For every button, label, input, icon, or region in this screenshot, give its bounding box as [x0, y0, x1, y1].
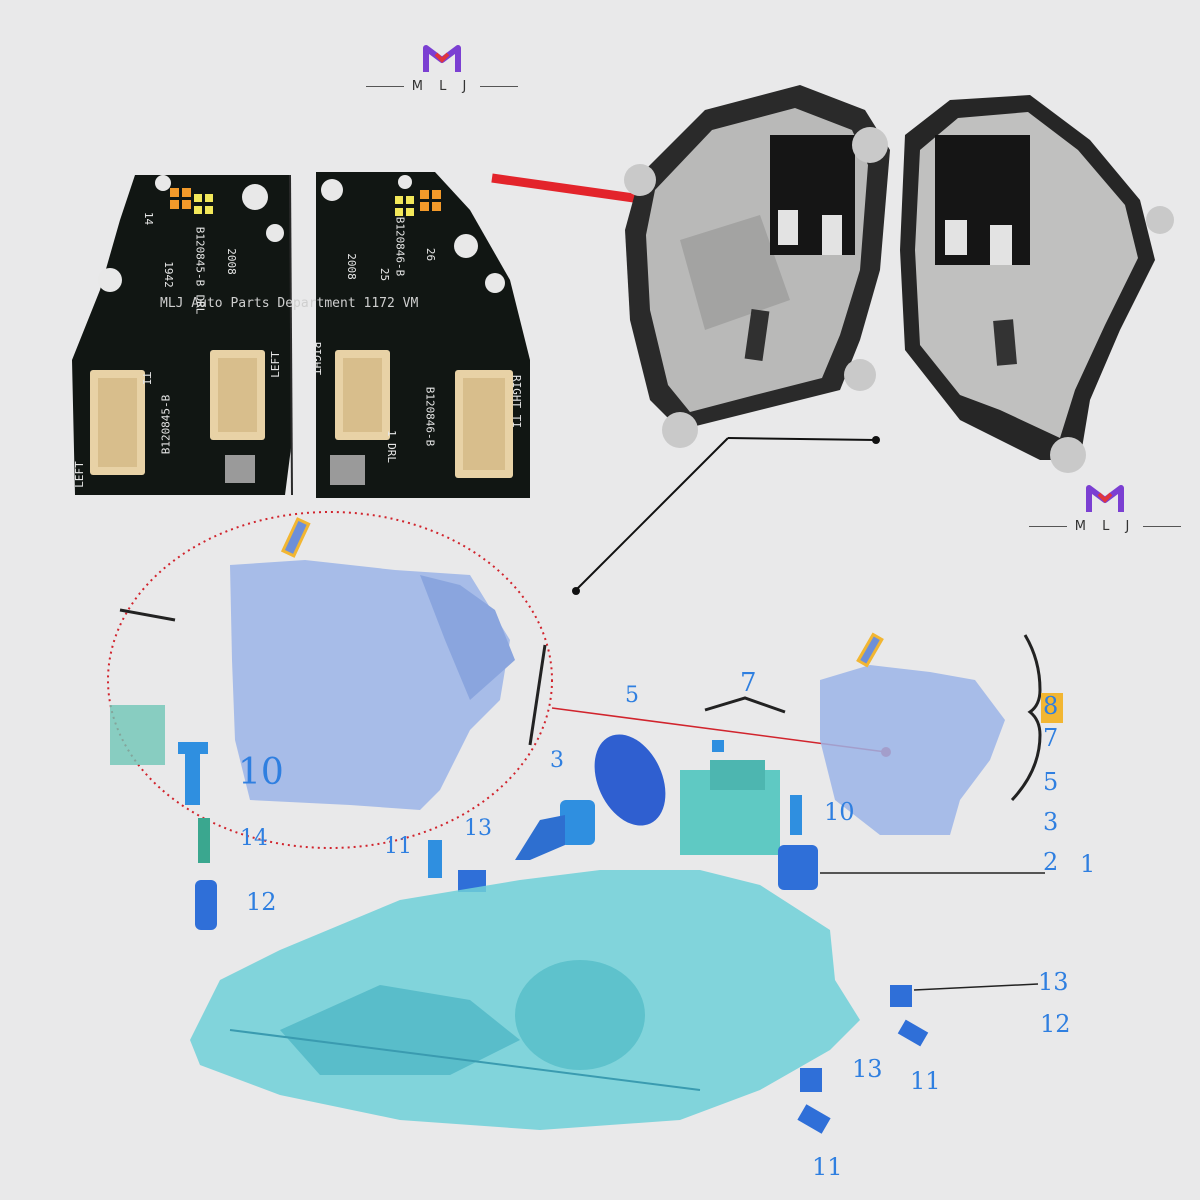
brand-logo-top: M L J [362, 42, 522, 94]
part-socket-2 [778, 845, 818, 890]
part-screw-11b [897, 1019, 929, 1047]
pcb-left-2008: 2008 [224, 248, 238, 275]
callout-11-b: 11 [910, 1067, 941, 1095]
mlj-logo-icon [1086, 485, 1124, 512]
pcb-right-label-right: RIGHT [310, 341, 324, 376]
pcb-right-part2: B120846-B [423, 386, 437, 447]
housing-left [624, 85, 890, 448]
headlamp-body [190, 870, 860, 1130]
callout-1: 1 [1080, 850, 1096, 878]
callout-13-c: 13 [852, 1055, 883, 1083]
pcb-right-board [316, 172, 530, 498]
pcb-left-label-left2: LEFT [72, 461, 86, 488]
part-module-7 [680, 740, 780, 855]
side-callout-5: 5 [1043, 768, 1059, 796]
pcb-left-label-ti: TI [140, 371, 154, 386]
side-callout-2: 2 [1043, 848, 1059, 876]
pcb-watermark: MLJ Auto Parts Department 1172 VM [160, 296, 419, 311]
part-clip-13a [458, 870, 486, 892]
part-clip-13c [800, 1068, 822, 1092]
zoom-ellipse [107, 511, 553, 849]
enlarged-module [110, 517, 547, 863]
pcb-left-part: B120845-B [193, 226, 207, 287]
pcb-right-drl: 1 DRL [385, 429, 399, 464]
callout-10-large: 10 [238, 752, 284, 793]
pcb-right-part: B120846-B [393, 216, 407, 277]
part-screw-12a [195, 880, 217, 930]
side-callout-7: 7 [1043, 724, 1059, 752]
callout-14: 14 [240, 826, 268, 851]
pcb-left-label-left: LEFT [268, 351, 282, 378]
part-clip-13b [890, 985, 912, 1007]
pcb-left-1942: 1942 [161, 261, 175, 288]
brand-logo-right: M L J [1025, 482, 1185, 534]
callout-12-a: 12 [246, 888, 277, 916]
side-callout-8: 8 [1043, 692, 1059, 720]
callout-3: 3 [550, 748, 564, 773]
brand-name: M L J [1074, 519, 1136, 534]
callout-13-b: 13 [1038, 968, 1069, 996]
pcb-left-part2: B120845-B [159, 394, 173, 455]
part-bulb-3 [515, 800, 595, 860]
pcb-right-2008: 2008 [344, 253, 358, 280]
callout-12-b: 12 [1040, 1010, 1071, 1038]
housing-right [900, 95, 1174, 473]
part-screw-10b [790, 795, 802, 835]
side-callout-list: 8 7 5 3 2 [1043, 692, 1067, 880]
pcb-left-code-14: 14 [142, 211, 156, 226]
part-screw-11c [797, 1104, 831, 1134]
callout-13-a: 13 [464, 816, 492, 841]
brand-name: M L J [411, 79, 473, 94]
highlight-8 [1041, 693, 1063, 723]
side-callout-3: 3 [1043, 808, 1059, 836]
part-cap-5 [594, 734, 666, 826]
callout-10-b: 10 [824, 798, 855, 826]
pcb-right-25: 25 [378, 267, 392, 282]
pcb-left-board [72, 174, 293, 496]
pcb-right-code-26: 26 [424, 247, 438, 262]
mlj-logo-icon [423, 45, 461, 72]
pcb-right-label-rightti: RIGHT TI [509, 375, 523, 428]
callout-5: 5 [625, 683, 639, 708]
pcb-left-drl: DRL [193, 294, 207, 315]
part-screw-11a [428, 840, 442, 878]
callout-11-a: 11 [384, 834, 412, 859]
callout-7: 7 [740, 668, 757, 698]
callout-11-c: 11 [812, 1153, 843, 1181]
module-small [820, 632, 1005, 835]
